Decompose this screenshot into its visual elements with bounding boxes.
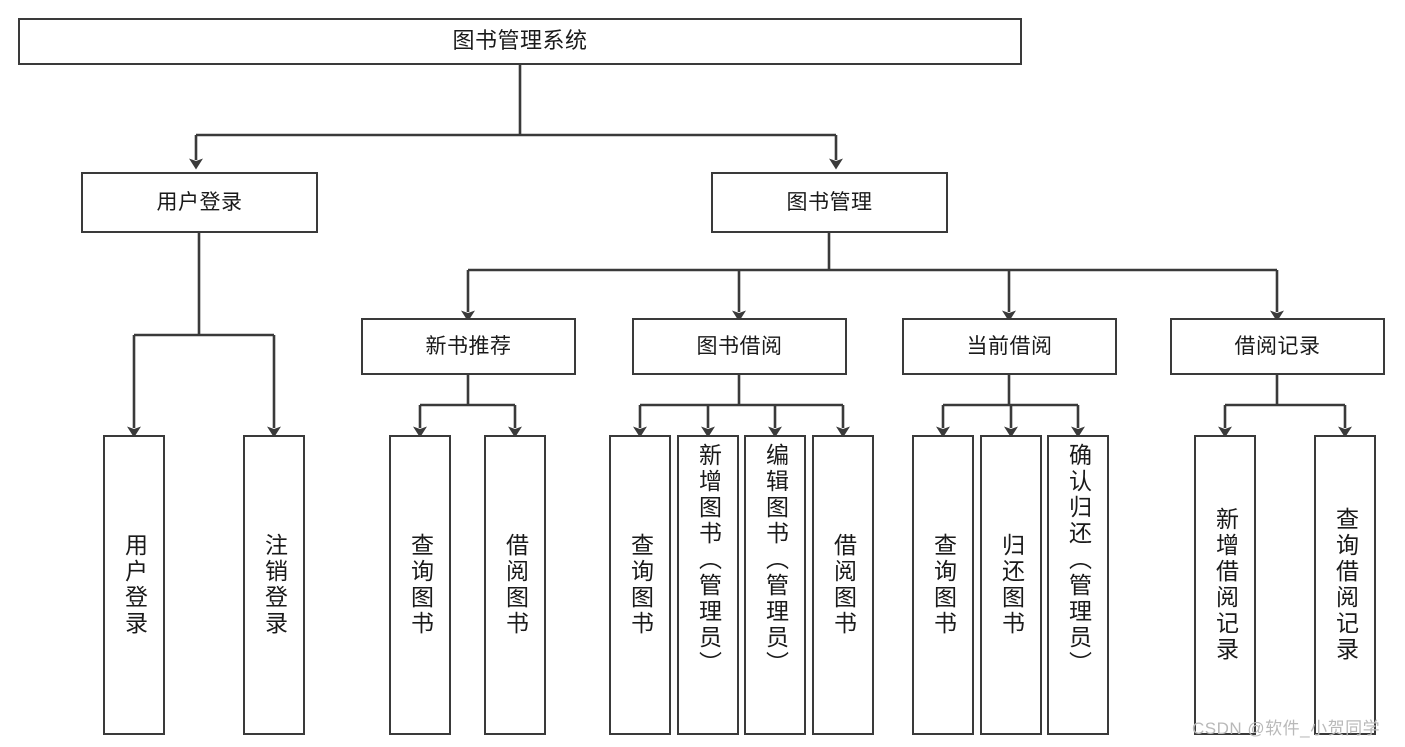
- leaf-query-record[interactable]: 查询借阅记录: [1314, 435, 1376, 735]
- leaf-logout-label: 注销登录: [261, 533, 288, 637]
- leaf-add-record[interactable]: 新增借阅记录: [1194, 435, 1256, 735]
- leaf-query-book-3-label: 查询图书: [930, 533, 957, 637]
- leaf-return-book-label: 归还图书: [998, 533, 1025, 637]
- node-root[interactable]: 图书管理系统: [18, 18, 1022, 65]
- node-book-manage[interactable]: 图书管理: [711, 172, 948, 233]
- node-book-manage-label: 图书管理: [786, 190, 873, 214]
- leaf-add-book-label: 新增图书（管理员）: [695, 443, 722, 677]
- leaf-borrow-book-2[interactable]: 借阅图书: [812, 435, 874, 735]
- leaf-return-book[interactable]: 归还图书: [980, 435, 1042, 735]
- leaf-query-book-2[interactable]: 查询图书: [609, 435, 671, 735]
- node-new-book-rec[interactable]: 新书推荐: [361, 318, 576, 375]
- node-book-borrow[interactable]: 图书借阅: [632, 318, 847, 375]
- leaf-query-book-2-label: 查询图书: [627, 533, 654, 637]
- csdn-watermark: CSDN @软件_小贺同学: [1192, 719, 1381, 738]
- node-current-borrow-label: 当前借阅: [966, 334, 1053, 358]
- leaf-confirm-return[interactable]: 确认归还（管理员）: [1047, 435, 1109, 735]
- leaf-edit-book[interactable]: 编辑图书（管理员）: [744, 435, 806, 735]
- node-book-borrow-label: 图书借阅: [696, 334, 783, 358]
- leaf-borrow-book-1[interactable]: 借阅图书: [484, 435, 546, 735]
- node-user-login[interactable]: 用户登录: [81, 172, 318, 233]
- node-borrow-record-label: 借阅记录: [1234, 334, 1321, 358]
- node-root-label: 图书管理系统: [452, 28, 588, 54]
- leaf-add-record-label: 新增借阅记录: [1212, 507, 1239, 663]
- node-current-borrow[interactable]: 当前借阅: [902, 318, 1117, 375]
- node-borrow-record[interactable]: 借阅记录: [1170, 318, 1385, 375]
- leaf-borrow-book-2-label: 借阅图书: [830, 533, 857, 637]
- leaf-add-book[interactable]: 新增图书（管理员）: [677, 435, 739, 735]
- leaf-query-book-1-label: 查询图书: [407, 533, 434, 637]
- leaf-query-book-3[interactable]: 查询图书: [912, 435, 974, 735]
- leaf-user-login-label: 用户登录: [121, 533, 148, 637]
- node-new-book-rec-label: 新书推荐: [425, 334, 512, 358]
- leaf-query-record-label: 查询借阅记录: [1332, 507, 1359, 663]
- node-user-login-label: 用户登录: [156, 190, 243, 214]
- leaf-confirm-return-label: 确认归还（管理员）: [1065, 443, 1092, 677]
- leaf-edit-book-label: 编辑图书（管理员）: [762, 443, 789, 677]
- leaf-logout[interactable]: 注销登录: [243, 435, 305, 735]
- leaf-user-login[interactable]: 用户登录: [103, 435, 165, 735]
- leaf-borrow-book-1-label: 借阅图书: [502, 533, 529, 637]
- leaf-query-book-1[interactable]: 查询图书: [389, 435, 451, 735]
